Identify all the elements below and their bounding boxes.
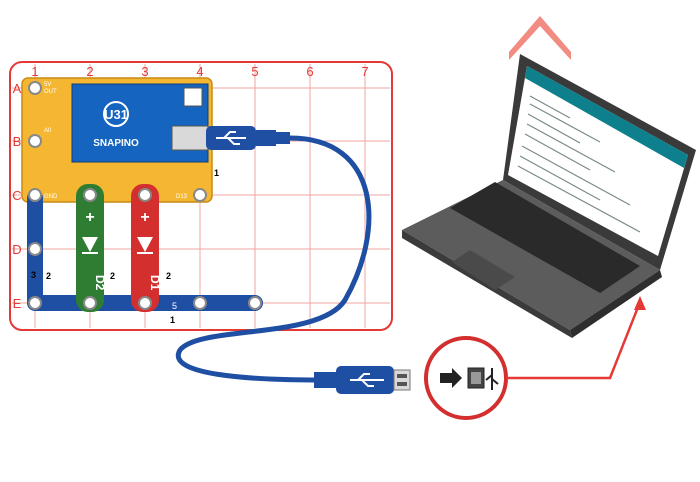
- usb-icon: [350, 373, 384, 387]
- board-level: 1: [214, 168, 219, 178]
- led-d2: + D2 2: [76, 184, 115, 312]
- wire-bottom-level: 1: [170, 315, 175, 325]
- wire-left-number: 3: [31, 270, 36, 280]
- pin-a0-label: A0: [44, 128, 52, 134]
- touchpad: [452, 250, 515, 290]
- usb-cable: [175, 126, 411, 394]
- col-label-3: 3: [141, 64, 148, 79]
- pin-gnd-label: GND: [44, 194, 58, 200]
- d2-plus: +: [85, 209, 94, 226]
- usb-plug-top: [206, 126, 290, 150]
- d1-label: D1: [148, 275, 162, 291]
- connector-arrowhead: [634, 296, 646, 310]
- col-label-6: 6: [306, 64, 313, 79]
- board-title: U31: [104, 107, 128, 122]
- d2-label: D2: [93, 275, 107, 291]
- pin-out-label: OUT: [44, 89, 57, 95]
- code-lines: [517, 95, 641, 233]
- d1-level: 2: [166, 271, 171, 281]
- row-label-d: D: [12, 242, 21, 257]
- wire-bottom-number: 5: [172, 301, 177, 311]
- row-label-a: A: [13, 81, 22, 96]
- col-label-1: 1: [31, 64, 38, 79]
- col-label-7: 7: [361, 64, 368, 79]
- board-name: SNAPINO: [93, 138, 139, 149]
- laptop: [402, 54, 696, 338]
- keyboard: [450, 182, 640, 293]
- col-label-4: 4: [196, 64, 203, 79]
- arrow-up-icon: [509, 16, 571, 60]
- col-label-5: 5: [251, 64, 258, 79]
- row-label-c: C: [12, 188, 21, 203]
- usb-icon: [216, 131, 246, 145]
- pin-5v-label: 5V: [44, 82, 51, 88]
- col-label-2: 2: [86, 64, 93, 79]
- arrow-right-icon: [440, 368, 462, 388]
- usb-plug-bottom: [314, 366, 411, 394]
- row-label-b: B: [13, 134, 22, 149]
- d2-level: 2: [110, 271, 115, 281]
- usb-icon: [485, 368, 499, 390]
- led-d1: + D1 2: [131, 184, 171, 312]
- usb-port-callout: [424, 296, 646, 420]
- wire-left-level: 2: [46, 271, 51, 281]
- pin-d13-label: D13: [176, 194, 188, 200]
- snap-posts: [28, 81, 262, 310]
- row-label-e: E: [13, 296, 22, 311]
- d1-plus: +: [140, 209, 149, 226]
- snapino-board: U31 SNAPINO 5V OUT A0 GND D13 1: [21, 77, 219, 203]
